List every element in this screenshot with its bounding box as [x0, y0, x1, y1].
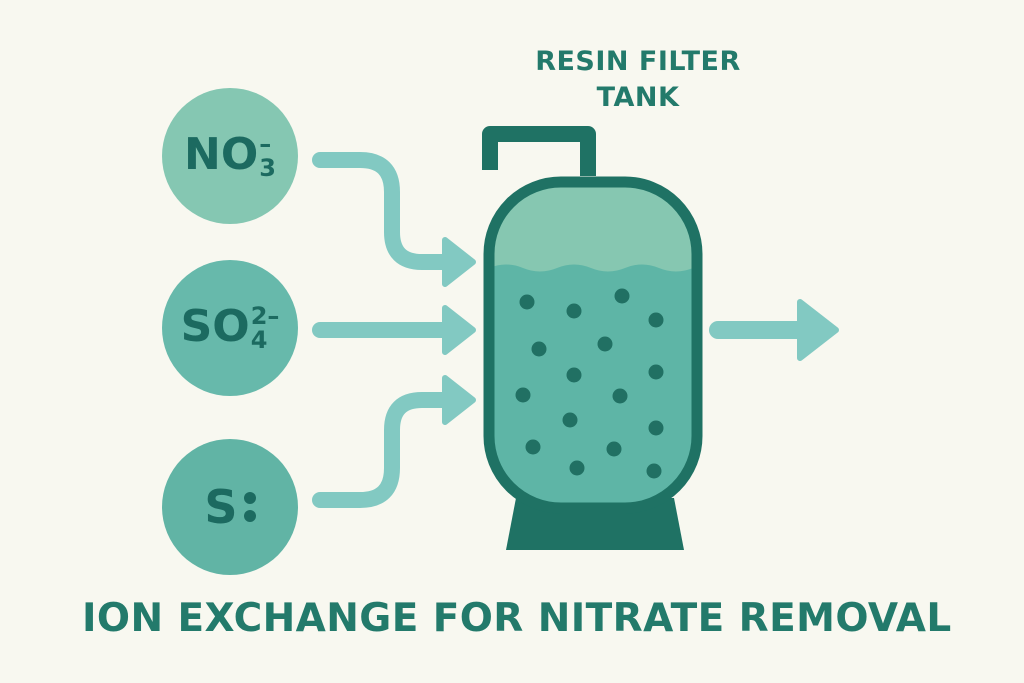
- inlet-arrow-icon-top: [312, 152, 476, 287]
- tank-label-line-1: RESIN FILTER: [535, 46, 741, 77]
- ion-sulfide-formula: S: [204, 480, 256, 534]
- inlet-arrow-icon-middle: [312, 305, 476, 355]
- tank-label-line-2: TANK: [596, 82, 680, 113]
- inlet-arrow-icon-bottom: [312, 375, 476, 508]
- ion-sulfide: S: [162, 439, 298, 575]
- ion-nitrate-charge: –: [259, 130, 272, 158]
- inlet-arrows: [312, 152, 476, 508]
- ion-sulfate: SO 2– 4: [162, 260, 298, 396]
- colon-dots-icon: [243, 492, 256, 522]
- resin-bead-icon: [569, 460, 585, 476]
- tank-label: RESIN FILTER TANK: [528, 44, 748, 116]
- resin-bead-icon: [648, 364, 664, 380]
- tank-pipe: [482, 126, 596, 176]
- ion-sulfate-subscript: 4: [250, 326, 268, 354]
- resin-bead-icon: [612, 388, 628, 404]
- resin-filter-tank: [482, 126, 703, 550]
- outlet-arrow-icon: [709, 299, 839, 361]
- resin-bead-icon: [648, 420, 664, 436]
- ion-nitrate-base: NO: [184, 129, 259, 180]
- resin-beads: [515, 288, 664, 479]
- resin-bead-icon: [614, 288, 630, 304]
- tank-shell: [483, 176, 703, 514]
- resin-bead-icon: [515, 387, 531, 403]
- ion-sulfate-formula: SO 2– 4: [180, 301, 280, 354]
- ion-nitrate-formula: NO – 3: [184, 129, 276, 182]
- ion-nitrate: NO – 3: [162, 88, 298, 224]
- ion-sulfate-base: SO: [180, 301, 250, 352]
- resin-bead-icon: [566, 303, 582, 319]
- ion-sulfate-charge: 2–: [250, 302, 280, 330]
- ion-sulfide-base: S: [204, 480, 238, 534]
- resin-bead-icon: [606, 441, 622, 457]
- diagram-title: ION EXCHANGE FOR NITRATE REMOVAL: [82, 596, 952, 641]
- resin-bead-icon: [648, 312, 664, 328]
- resin-bead-icon: [646, 463, 662, 479]
- ion-nitrate-subscript: 3: [259, 154, 276, 182]
- resin-bead-icon: [562, 412, 578, 428]
- resin-bead-icon: [519, 294, 535, 310]
- resin-bead-icon: [531, 341, 547, 357]
- water-wave-icon: [489, 264, 697, 508]
- resin-bead-icon: [597, 336, 613, 352]
- resin-bead-icon: [566, 367, 582, 383]
- resin-bead-icon: [525, 439, 541, 455]
